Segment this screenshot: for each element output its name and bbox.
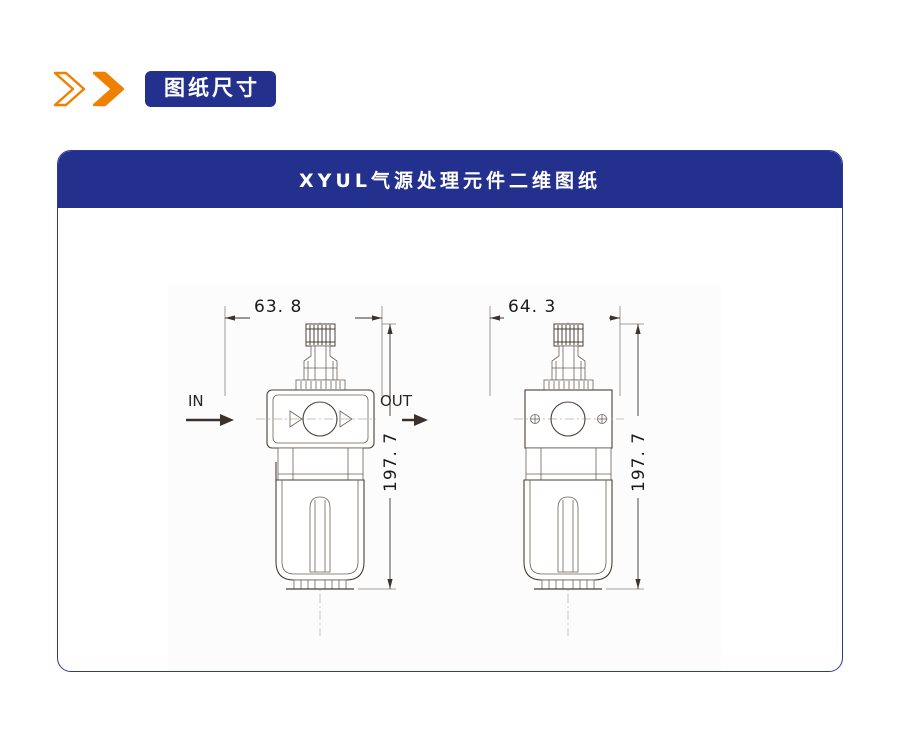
drawing-canvas: IN OUT bbox=[168, 284, 721, 671]
card-header: XYUL气源处理元件二维图纸 bbox=[58, 151, 842, 208]
side-height-dimension-text: 197. 7 bbox=[629, 432, 649, 492]
inlet-label: IN bbox=[188, 392, 204, 410]
technical-drawing: IN OUT bbox=[186, 296, 650, 636]
section-badge-label: 图纸尺寸 bbox=[145, 71, 276, 107]
card-title: XYUL气源处理元件二维图纸 bbox=[299, 170, 601, 192]
inlet-arrow-icon bbox=[186, 414, 234, 426]
chevron-group bbox=[52, 70, 127, 108]
side-width-dimension-text: 64. 3 bbox=[508, 297, 556, 317]
front-view-group: IN OUT bbox=[186, 296, 428, 636]
outlet-label: OUT bbox=[380, 392, 413, 410]
chevron-right-filled-icon bbox=[92, 71, 125, 107]
side-view-group: 64. 3 197. 7 bbox=[489, 296, 650, 636]
chevron-right-outline-icon bbox=[53, 71, 86, 107]
drawing-card: XYUL气源处理元件二维图纸 bbox=[57, 150, 843, 672]
card-body: IN OUT bbox=[58, 208, 842, 671]
front-width-dimension-text: 63. 8 bbox=[254, 297, 302, 317]
front-height-dimension-text: 197. 7 bbox=[381, 432, 401, 492]
section-heading: 图纸尺寸 bbox=[52, 66, 276, 112]
